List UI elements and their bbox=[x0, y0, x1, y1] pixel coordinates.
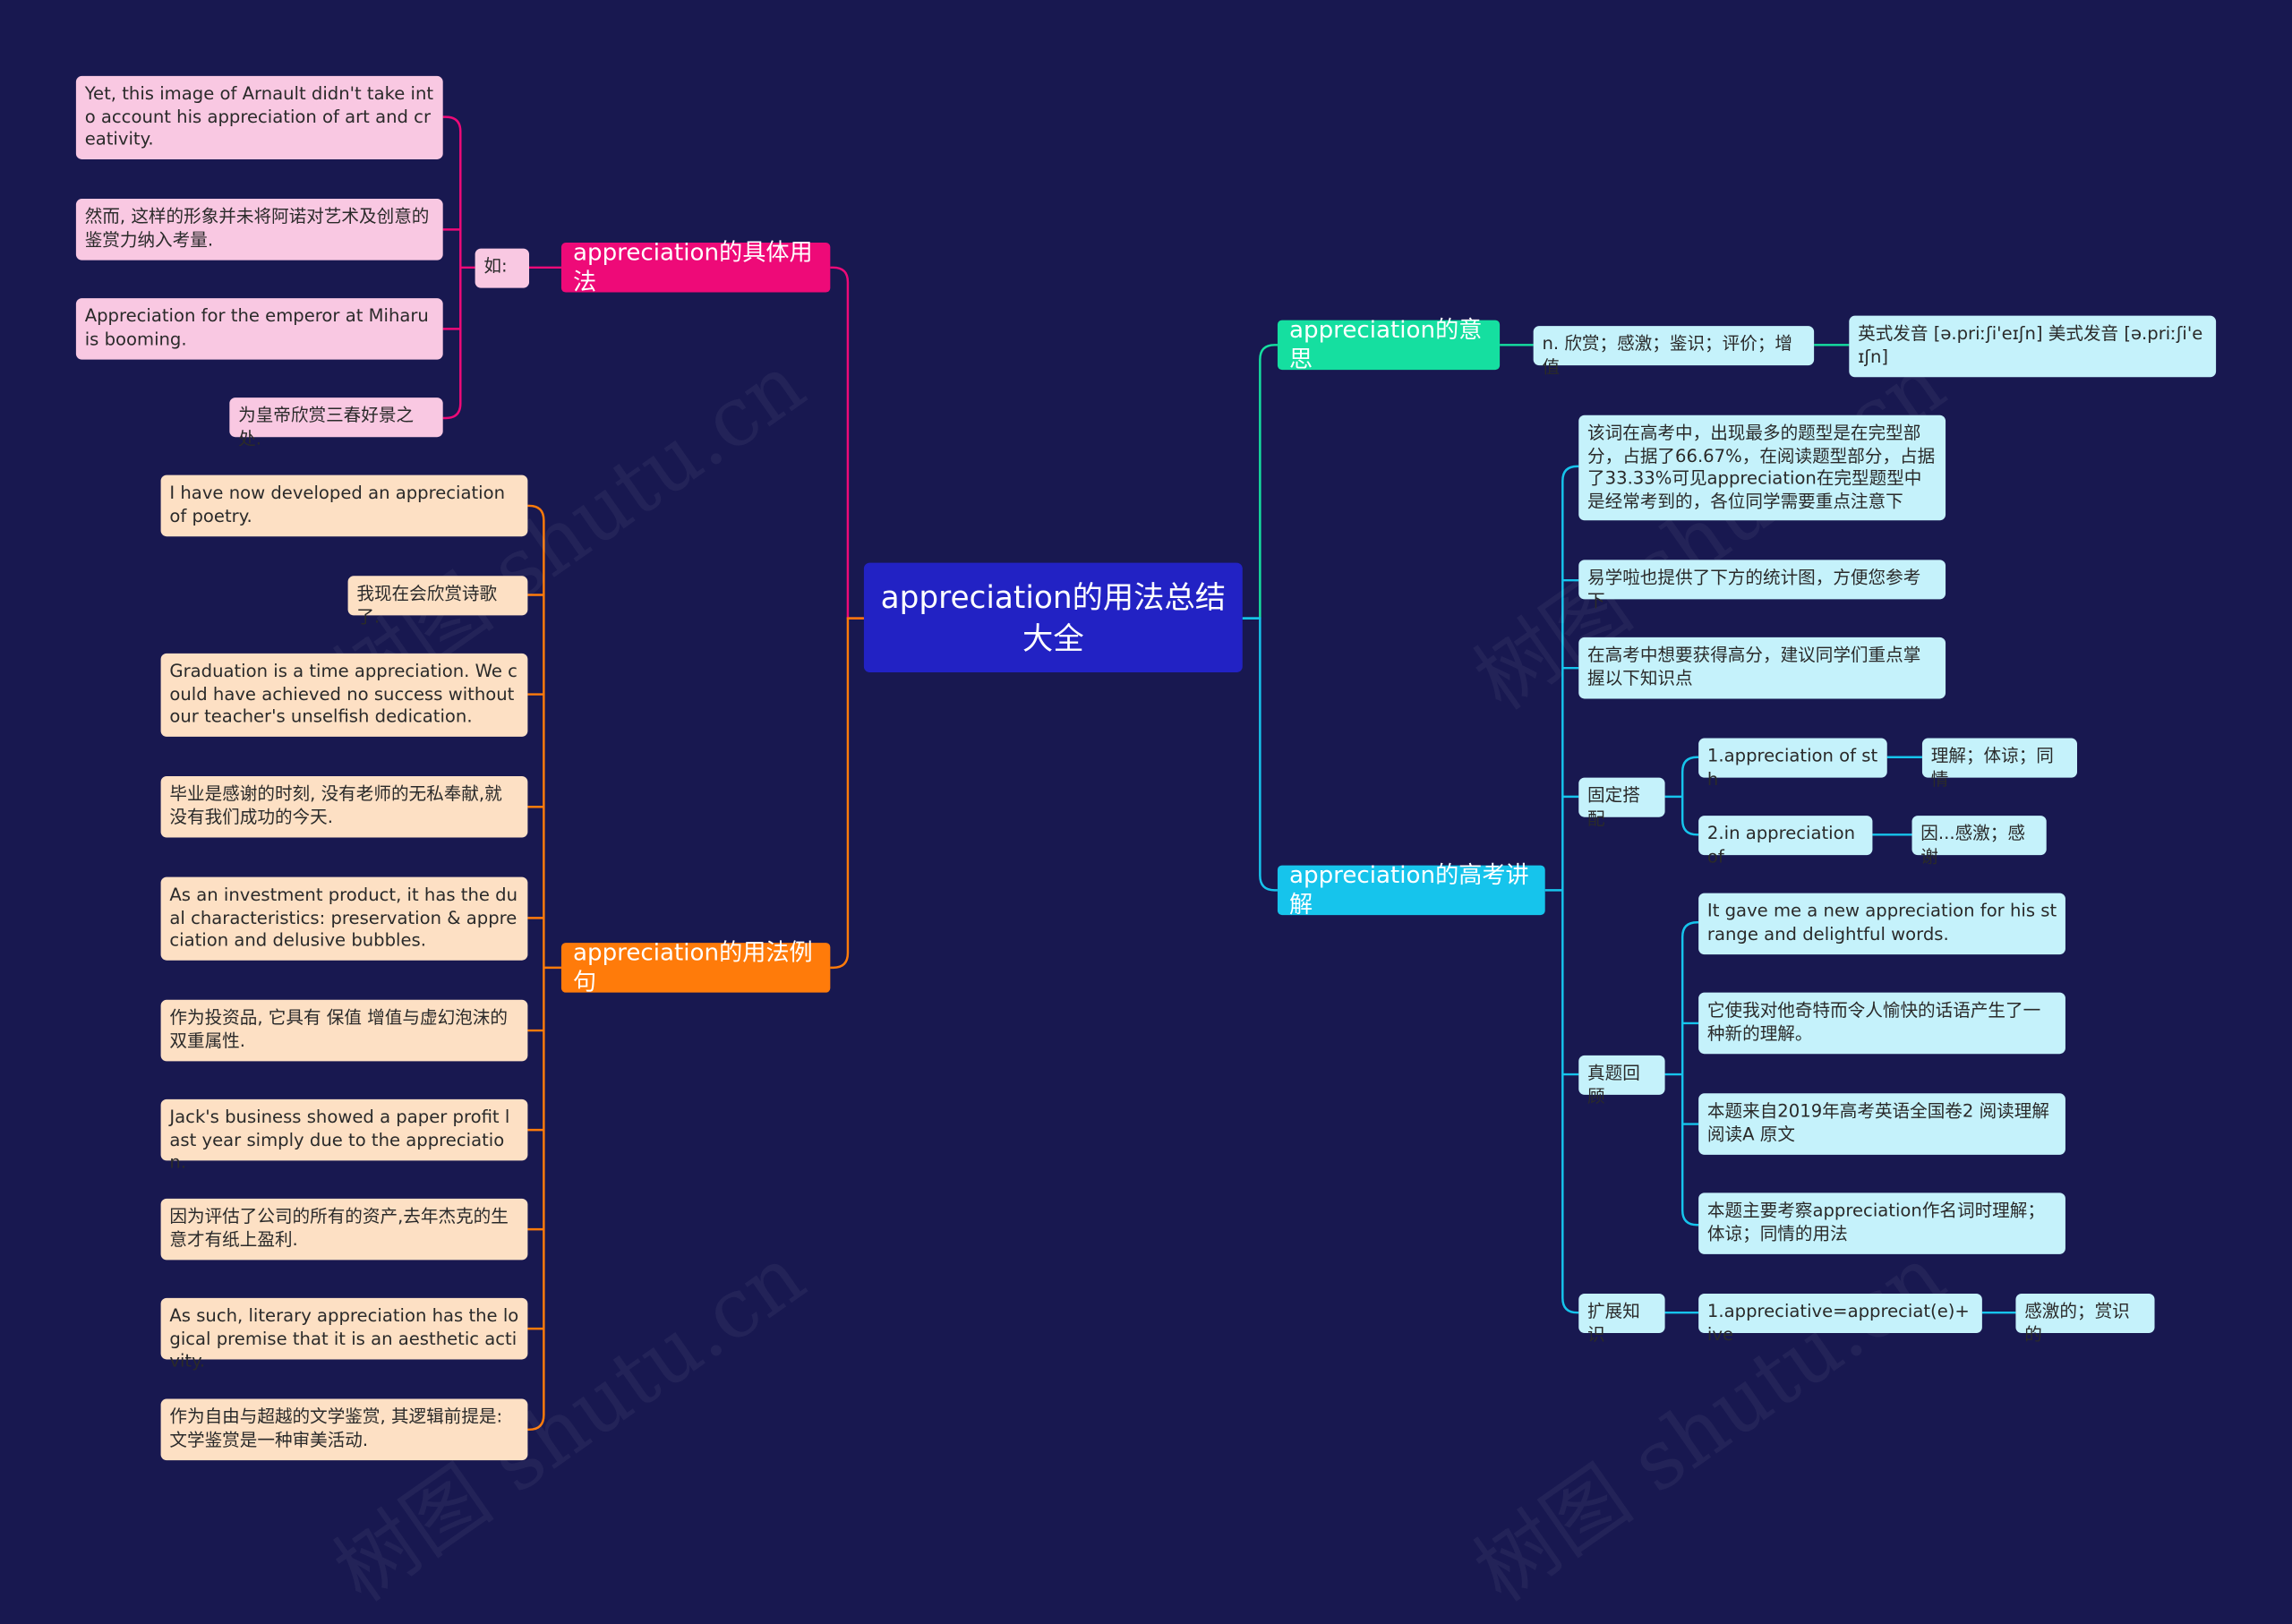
link-exam-children bbox=[1544, 465, 1579, 1314]
extension-node[interactable]: 扩展知识 bbox=[1578, 1293, 1665, 1344]
extension-meaning[interactable]: 感激的；赏识的 bbox=[2015, 1293, 2155, 1344]
collocation-phrase[interactable]: 1.appreciation of sth bbox=[1698, 738, 1887, 789]
review-item[interactable]: 本题来自2019年高考英语全国卷2 阅读理解 阅读A 原文 bbox=[1698, 1093, 2065, 1155]
link-colloc-meanings bbox=[1872, 756, 1922, 836]
collocation-phrase[interactable]: 2.in appreciation of bbox=[1698, 816, 1873, 866]
branch-meaning[interactable]: appreciation的意思 bbox=[1277, 316, 1501, 372]
example-item[interactable]: Graduation is a time appreciation. We co… bbox=[160, 653, 528, 737]
branch-examples[interactable]: appreciation的用法例句 bbox=[560, 938, 831, 996]
example-item[interactable]: I have now developed an appreciation of … bbox=[160, 474, 528, 537]
connector-lines bbox=[442, 115, 2016, 1432]
example-item[interactable]: As an investment product, it has the dua… bbox=[160, 876, 528, 961]
exam-intro-item[interactable]: 在高考中想要获得高分，建议同学们重点掌握以下知识点 bbox=[1578, 637, 1946, 699]
link-ru-items bbox=[442, 115, 475, 420]
collocation-meaning[interactable]: 因...感激；感谢 bbox=[1911, 816, 2047, 866]
exam-intro-item[interactable]: 易学啦也提供了下方的统计图，方便您参考下 bbox=[1578, 560, 1946, 611]
example-item[interactable]: 我现在会欣赏诗歌了. bbox=[347, 576, 528, 627]
definition-node[interactable]: n. 欣赏；感激；鉴识；评价；增值 bbox=[1533, 326, 1815, 376]
specific-usage-item[interactable]: 然而, 这样的形象并未将阿诺对艺术及创意的鉴赏力纳入考量. bbox=[75, 199, 443, 261]
branch-exam[interactable]: appreciation的高考讲解 bbox=[1277, 861, 1545, 918]
example-item[interactable]: 因为评估了公司的所有的资产,去年杰克的生意才有纸上盈利. bbox=[160, 1198, 528, 1261]
ru-node[interactable]: 如: bbox=[475, 248, 530, 288]
specific-usage-item[interactable]: Yet, this image of Arnault didn't take i… bbox=[75, 75, 443, 159]
specific-usage-item[interactable]: Appreciation for the emperor at Miharu i… bbox=[75, 298, 443, 360]
mind-map: 树图 shutu.cn 树图 shutu.cn 树图 shutu.cn 树图 s… bbox=[75, 75, 2217, 1620]
root-topic[interactable]: appreciation的用法总结大全 bbox=[863, 562, 1243, 673]
example-item[interactable]: Jack's business showed a paper profit la… bbox=[160, 1098, 528, 1172]
pronunciation-node[interactable]: 英式发音 [ə.priːʃi'eɪʃn] 美式发音 [ə.priːʃi'eɪʃn… bbox=[1849, 315, 2217, 378]
exam-intro-item[interactable]: 该词在高考中，出现最多的题型是在完型部分，占据了66.67%，在阅读题型部分，占… bbox=[1578, 415, 1946, 521]
example-item[interactable]: As such, literary appreciation has the l… bbox=[160, 1297, 528, 1372]
review-node[interactable]: 真题回顾 bbox=[1578, 1055, 1665, 1106]
collocation-meaning[interactable]: 理解；体谅；同情 bbox=[1921, 738, 2077, 789]
link-examples-items bbox=[527, 504, 561, 1432]
extension-formula[interactable]: 1.appreciative=appreciat(e)+ive bbox=[1698, 1293, 1982, 1344]
example-item[interactable]: 毕业是感谢的时刻, 没有老师的无私奉献,就没有我们成功的今天. bbox=[160, 775, 528, 838]
link-root-examples bbox=[830, 617, 866, 970]
review-item[interactable]: 它使我对他奇特而令人愉快的话语产生了一种新的理解。 bbox=[1698, 992, 2065, 1055]
review-item[interactable]: 本题主要考察appreciation作名词时理解；体谅；同情的用法 bbox=[1698, 1192, 2065, 1254]
link-colloc-items bbox=[1664, 756, 1699, 836]
link-root-meaning bbox=[1242, 344, 1278, 620]
link-review-items bbox=[1664, 921, 1699, 1227]
specific-usage-item[interactable]: 为皇帝欣赏三春好景之处. bbox=[229, 397, 443, 448]
example-item[interactable]: 作为投资品, 它具有 保值 增值与虚幻泡沫的双重属性. bbox=[160, 999, 528, 1062]
link-root-specific bbox=[830, 266, 866, 620]
example-item[interactable]: 作为自由与超越的文学鉴赏, 其逻辑前提是:文学鉴赏是一种审美活动. bbox=[160, 1398, 528, 1461]
review-item[interactable]: It gave me a new appreciation for his st… bbox=[1698, 893, 2065, 955]
branch-specific-usage[interactable]: appreciation的具体用法 bbox=[560, 238, 831, 295]
link-root-exam bbox=[1242, 617, 1278, 892]
collocations-node[interactable]: 固定搭配 bbox=[1578, 777, 1665, 828]
